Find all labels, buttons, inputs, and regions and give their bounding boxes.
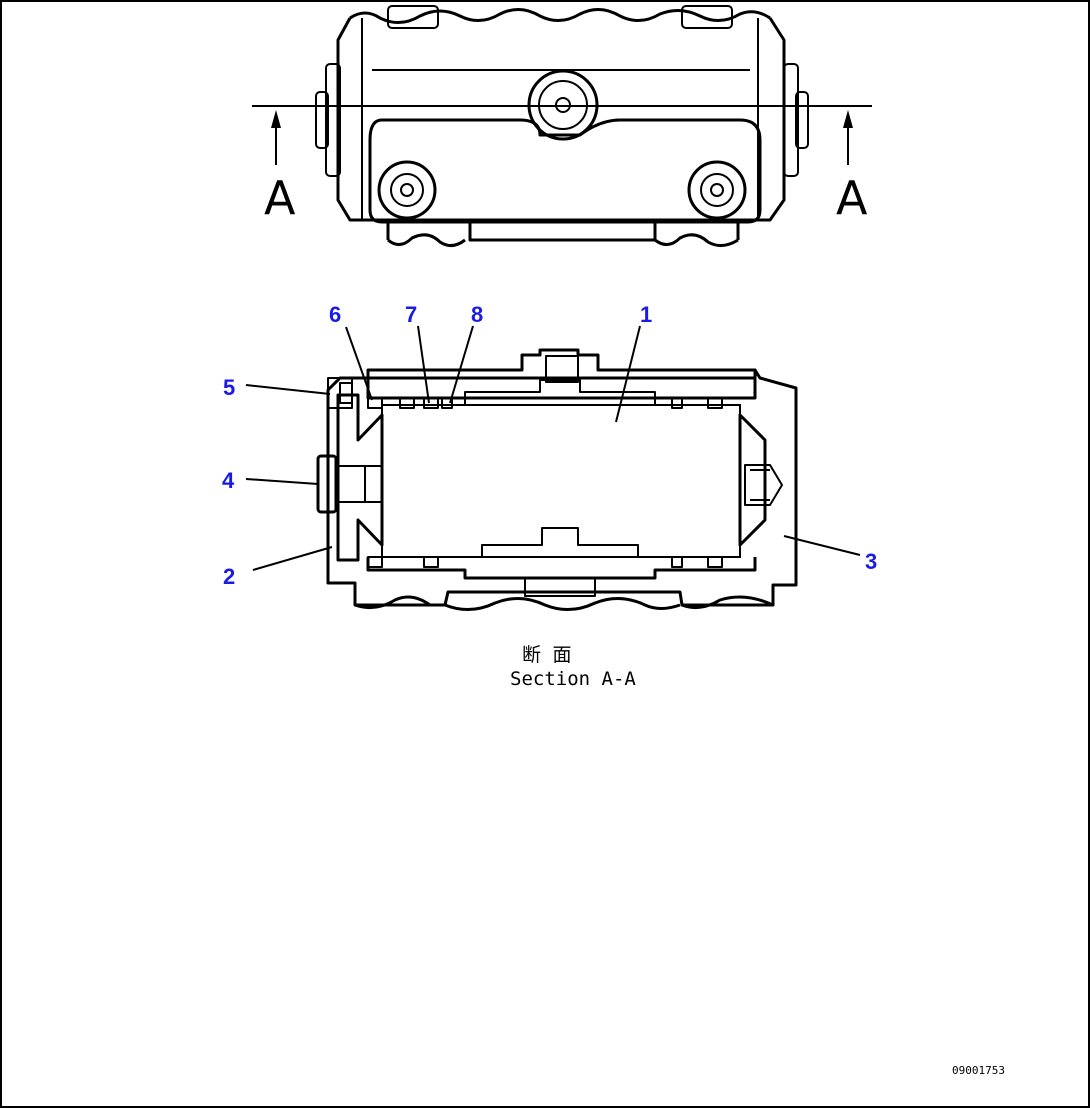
callout-7: 7 [405,302,417,327]
top-view-bolt-left-mid [390,173,424,207]
leader-line-7 [417,325,430,404]
section-seal-bottom-2 [423,556,439,568]
top-view-inner-panel [368,118,762,224]
callout-2: 2 [223,564,235,589]
section-seal-top-2 [399,397,415,409]
top-view-bottom-lip [386,220,740,242]
top-view: A A [252,5,872,247]
section-end-cap-left [336,393,384,562]
leader-line-5 [245,384,331,395]
leader-line-3 [783,535,861,556]
top-view-bolt-right-hole [710,183,724,197]
section-end-cap-right [738,413,767,547]
section-arrow-left-head [271,110,281,128]
top-view-boss-left [387,5,439,29]
top-view-side-plug-right-cap [795,91,809,149]
section-bottom-plug [524,577,596,597]
section-bottom-break-line [354,595,774,611]
section-spool-pin-bottom [481,527,639,557]
section-letter-left: A [264,171,296,225]
top-view-side-plug-left [325,63,341,177]
leader-line-2 [252,546,333,571]
section-seal-bottom-3 [671,556,683,568]
section-seal-top-1 [367,397,383,409]
section-seal-top-5 [671,397,683,409]
top-view-bolt-left-hole [400,183,414,197]
section-right-cone-lines [750,469,770,501]
section-spool [381,404,741,558]
section-seal-top-3 [423,397,439,409]
callout-8: 8 [471,302,483,327]
section-seal-top-6 [707,397,723,409]
top-view-break-line-top [349,8,771,24]
section-arrow-right-head [843,110,853,128]
top-view-side-plug-right [783,63,799,177]
top-view-break-line-bottom [387,233,739,247]
top-view-boss-right [681,5,733,29]
drawing-code: 09001753 [952,1064,1005,1077]
section-letter-right: A [836,171,868,225]
section-view [245,325,861,611]
caption-japanese: 断 面 [522,644,571,666]
top-view-bolt-left-outer [377,160,437,220]
top-view-bolt-right-outer [687,160,747,220]
top-view-side-plug-left-cap [315,91,329,149]
callout-1: 1 [640,302,652,327]
callout-6: 6 [329,302,341,327]
section-vent-plug-cap [339,382,353,404]
callout-3: 3 [865,549,877,574]
leader-line-4 [245,478,319,485]
caption-english: Section A-A [510,668,636,690]
leader-line-1 [615,325,641,423]
callout-5: 5 [223,375,235,400]
section-right-cone [744,464,783,506]
section-housing-outline [326,368,798,607]
leader-line-8 [449,325,474,404]
section-top-cover [366,348,757,400]
section-seal-bottom-1 [367,556,383,568]
section-top-plug [545,355,579,383]
callout-labels: 1 2 3 4 5 6 7 8 [222,302,877,589]
callout-4: 4 [222,468,235,493]
section-seal-top-4 [441,397,453,409]
top-view-bolt-right-mid [700,173,734,207]
leader-line-6 [345,326,373,401]
section-seal-bottom-4 [707,556,723,568]
section-adjust-screw [335,465,383,503]
